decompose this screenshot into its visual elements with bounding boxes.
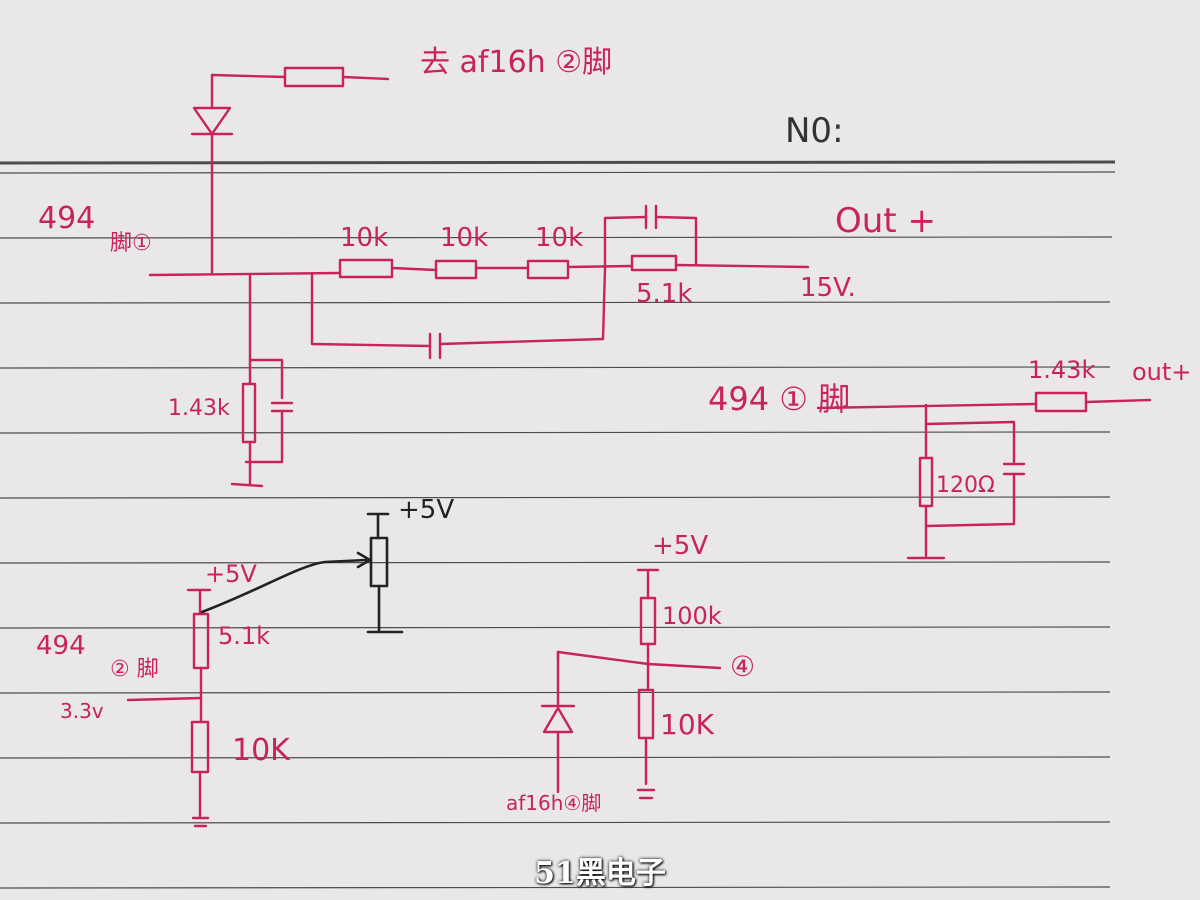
r1-label: 10k [340, 223, 388, 253]
r2-label: 10k [440, 223, 488, 253]
rule-line [0, 691, 1111, 694]
diode-note: af16h④脚 [506, 791, 601, 815]
vcc-symbol [186, 588, 212, 616]
wire [654, 215, 698, 267]
wire [566, 264, 634, 269]
out-label: out+ [1132, 358, 1191, 386]
r-top-label: 5.1k [218, 622, 270, 650]
wire [556, 650, 722, 670]
vcc-symbol [366, 512, 390, 540]
ground-symbol [191, 770, 210, 828]
vcc-label: +5V [205, 560, 257, 588]
wire [244, 409, 284, 464]
r-feedback-label: 5.1k [636, 279, 692, 309]
wire [341, 75, 390, 81]
wire [210, 73, 287, 79]
rule-line [0, 301, 1111, 304]
resistor-r1 [338, 258, 394, 279]
r-top-label: 100k [662, 602, 722, 630]
capacitor-symbol [1002, 462, 1026, 476]
r-ground-label: 1.43k [168, 396, 230, 421]
ground-symbol [366, 584, 404, 634]
resistor-r2 [434, 259, 478, 280]
r-bottom-label: 10K [660, 708, 715, 741]
pin-out-label: ④ [730, 650, 755, 683]
circuit-2: 494 ① 脚 1.43k out+ 120Ω [708, 356, 1191, 560]
rule-line [0, 561, 1111, 564]
pin-note: 脚① [110, 231, 152, 256]
resistor-top [639, 596, 657, 646]
rule-line [0, 171, 1116, 174]
ground-symbol [230, 440, 264, 488]
r-series-label: 1.43k [1028, 356, 1095, 384]
resistor-symbol [283, 66, 345, 88]
ruled-lines [0, 160, 1116, 889]
header-rule [0, 160, 1116, 165]
v-label: 3.3v [60, 699, 104, 723]
r-ground-label: 120Ω [936, 473, 995, 498]
pin-label: 494 ① 脚 [708, 380, 850, 418]
resistor-r3 [526, 259, 570, 280]
r-bottom-label: 10K [232, 733, 291, 768]
out-label: Out + [835, 201, 936, 241]
wire [390, 266, 438, 272]
wire [603, 215, 648, 270]
rule-line [0, 431, 1111, 434]
wire [248, 358, 284, 400]
watermark: 51黑电子 [534, 856, 666, 891]
rule-line [0, 756, 1111, 759]
pot-vcc-label: +5V [398, 495, 454, 525]
circuit-1: 494 脚① 10k 10k 10k 5.1k Out + 15V. 1.43k [38, 66, 936, 488]
wire [310, 271, 432, 348]
capacitor-symbol [428, 332, 442, 360]
circuit-4: +5V 100k 10K ④ af16h④脚 [506, 531, 755, 815]
wire [924, 420, 1016, 464]
resistor-bottom [637, 688, 655, 740]
wire [1084, 398, 1152, 404]
r3-label: 10k [535, 223, 583, 253]
vcc-symbol [636, 568, 660, 600]
resistor-top [192, 612, 210, 670]
ground-symbol [636, 736, 656, 800]
pin-note: ② 脚 [110, 657, 159, 682]
ground-symbol [906, 504, 946, 560]
main-bus [148, 271, 342, 277]
pin-label: 494 [38, 201, 95, 236]
wire [126, 696, 203, 702]
circuit-3: +5V 494 ② 脚 3.3v 5.1k 10K +5V [36, 495, 454, 828]
no-label: N0: [785, 111, 844, 151]
wire [200, 558, 368, 614]
rule-line [0, 626, 1111, 629]
pin-label: 494 [36, 631, 86, 661]
diode-symbol [192, 106, 232, 136]
resistor-feedback [630, 254, 678, 272]
rule-line [0, 496, 1111, 499]
top-note: 去 af16h ②脚 [420, 45, 612, 80]
resistor-series [1034, 391, 1088, 413]
resistor-bottom [190, 720, 210, 774]
rule-line [0, 366, 1111, 369]
resistor-ground [918, 456, 934, 508]
diode-symbol [542, 706, 574, 734]
rule-line [0, 236, 1113, 239]
wire [438, 266, 607, 346]
capacitor-symbol [644, 204, 658, 230]
rule-line [0, 886, 1111, 889]
wire [674, 263, 810, 269]
wire [924, 472, 1016, 528]
v-label: 15V. [800, 273, 856, 303]
vcc-label: +5V [652, 531, 708, 561]
potentiometer-symbol [369, 536, 389, 588]
rule-line [0, 821, 1111, 824]
